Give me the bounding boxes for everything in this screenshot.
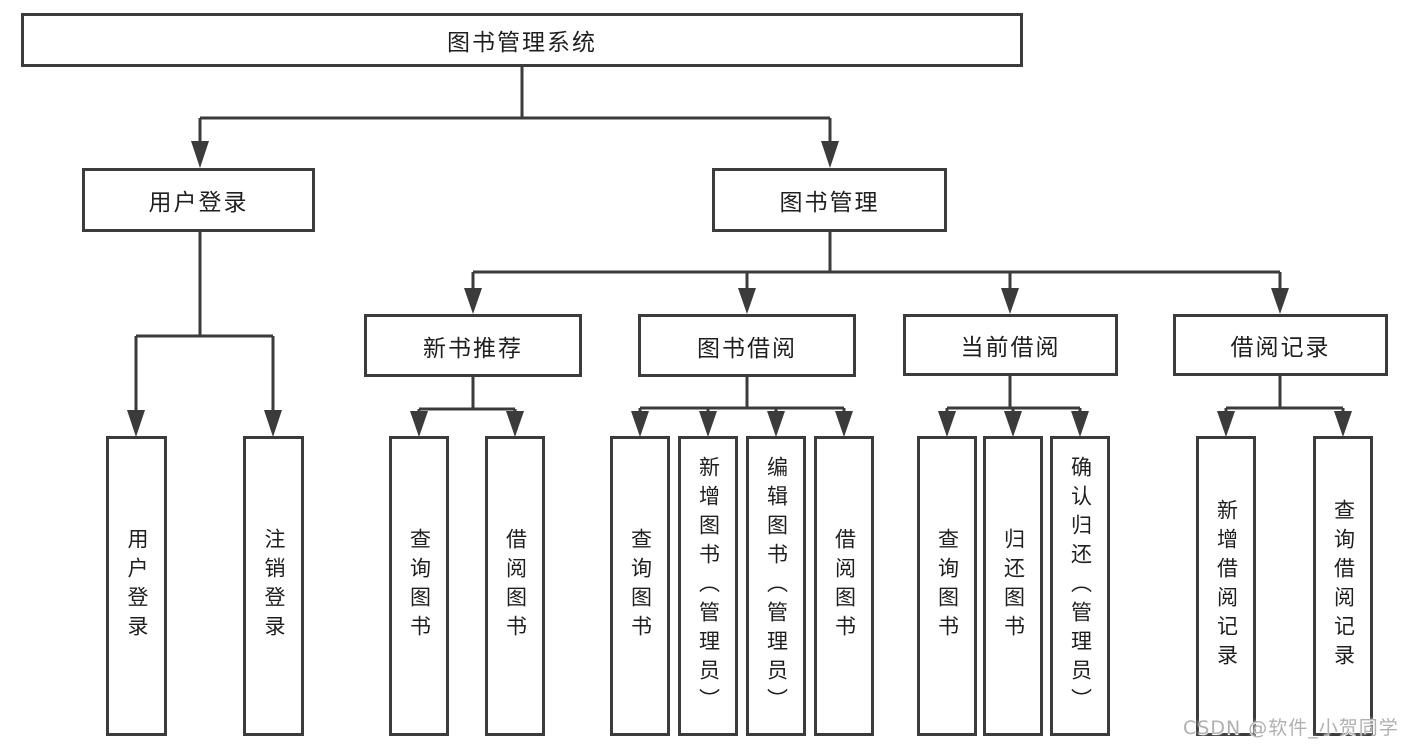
- connector-userlogin-leaves: [134, 231, 275, 414]
- connector-bookmgmt-level3: [471, 231, 1282, 292]
- leaf-logout: 注销登录: [243, 436, 304, 736]
- leaf-query-borrow-record: 查询借阅记录: [1313, 436, 1373, 736]
- arrowhead-icon: [821, 141, 839, 168]
- arrowhead-icon: [1271, 288, 1289, 314]
- arrowhead-icon: [1004, 411, 1022, 437]
- leaf-query-book-current: 查询图书: [917, 436, 977, 736]
- node-book-borrow: 图书借阅: [638, 314, 856, 377]
- leaf-user-login: 用户登录: [106, 436, 167, 736]
- arrowhead-icon: [191, 141, 209, 168]
- arrowhead-icon: [264, 410, 282, 437]
- leaf-edit-book-admin: 编辑图书（管理员）: [746, 436, 806, 736]
- arrowhead-icon: [738, 288, 756, 314]
- arrowhead-icon: [1001, 288, 1019, 314]
- arrowhead-icon: [1071, 411, 1089, 437]
- arrowhead-icon: [767, 411, 785, 437]
- node-root-system: 图书管理系统: [21, 13, 1023, 67]
- leaf-add-book-admin: 新增图书（管理员）: [678, 436, 738, 736]
- arrowhead-icon: [1334, 411, 1352, 437]
- connector-borrow-leaves: [638, 376, 846, 414]
- arrowhead-icon: [506, 411, 524, 437]
- connector-recommend-leaves: [417, 376, 517, 415]
- arrowhead-icon: [631, 411, 649, 437]
- csdn-watermark: CSDN @软件_小贺同学: [1183, 717, 1399, 739]
- arrowhead-icon: [938, 411, 956, 437]
- leaf-borrow-book-recommend: 借阅图书: [485, 436, 545, 736]
- leaf-query-book-recommend: 查询图书: [389, 436, 449, 736]
- node-new-book-recommend: 新书推荐: [364, 314, 582, 377]
- leaf-add-borrow-record: 新增借阅记录: [1196, 436, 1256, 736]
- leaf-borrow-book: 借阅图书: [814, 436, 874, 736]
- arrowhead-icon: [699, 411, 717, 437]
- node-borrow-record: 借阅记录: [1173, 314, 1388, 376]
- arrowhead-icon: [835, 411, 853, 437]
- node-current-borrow: 当前借阅: [903, 314, 1118, 376]
- arrowhead-icon: [127, 410, 145, 437]
- arrowhead-icon: [410, 411, 428, 437]
- arrowhead-icon: [464, 288, 482, 314]
- node-book-management: 图书管理: [712, 168, 947, 232]
- leaf-query-book-borrow: 查询图书: [610, 436, 670, 736]
- arrowhead-icon: [1217, 411, 1235, 437]
- connector-record-leaves: [1224, 375, 1345, 414]
- node-user-login: 用户登录: [82, 168, 315, 232]
- leaf-return-book: 归还图书: [983, 436, 1043, 736]
- connector-root-level2: [198, 66, 832, 146]
- connector-current-leaves: [945, 375, 1082, 414]
- leaf-confirm-return-admin: 确认归还（管理员）: [1050, 436, 1110, 736]
